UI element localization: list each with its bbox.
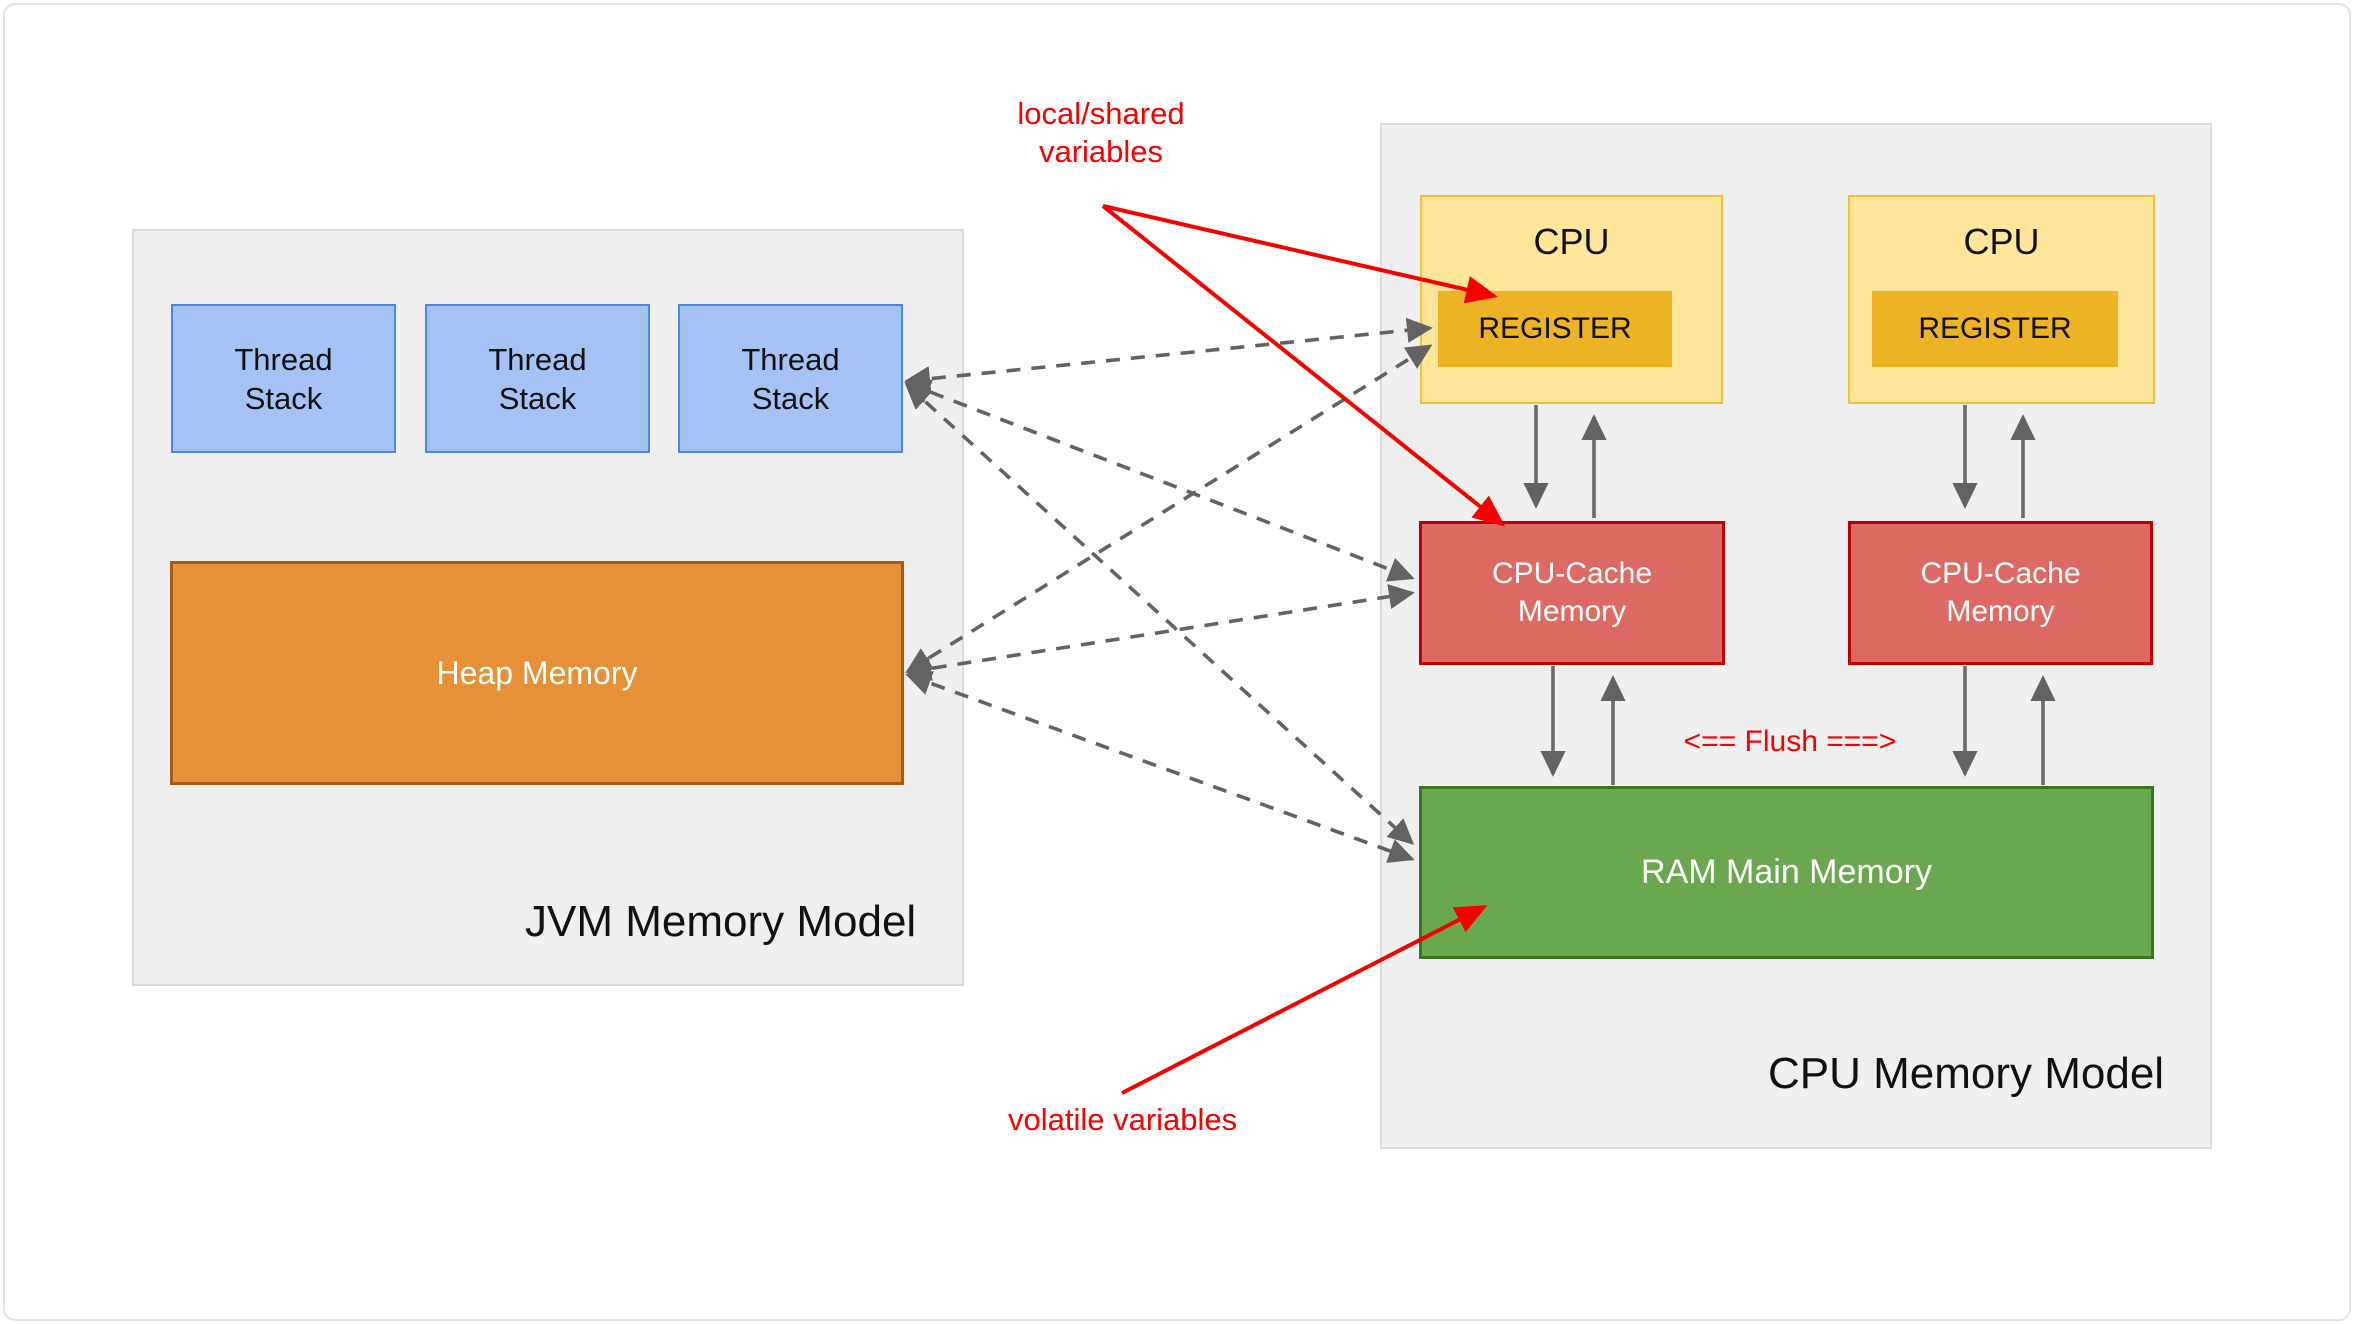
cpu-memory-model-title: CPU Memory Model	[1768, 1049, 2165, 1098]
thread-stack-box-1: Thread Stack	[171, 304, 396, 453]
register-box-2: REGISTER	[1872, 291, 2118, 367]
page-border	[3, 3, 2351, 1321]
local-shared-variables-label: local/shared variables	[1017, 96, 1185, 169]
thread-stack-box-2: Thread Stack	[425, 304, 650, 453]
volatile-variables-label: volatile variables	[1008, 1102, 1238, 1137]
cpu-cache-memory-box-1: CPU-Cache Memory	[1419, 521, 1725, 665]
jvm-memory-model-title: JVM Memory Model	[525, 897, 917, 946]
cpu-cache-memory-box-2: CPU-Cache Memory	[1848, 521, 2153, 665]
thread-stack-box-3: Thread Stack	[678, 304, 903, 453]
heap-memory-box: Heap Memory	[170, 561, 904, 785]
register-box-1: REGISTER	[1438, 291, 1672, 367]
ram-main-memory-box: RAM Main Memory	[1419, 786, 2154, 959]
flush-label: <== Flush ===>	[1683, 725, 1897, 758]
